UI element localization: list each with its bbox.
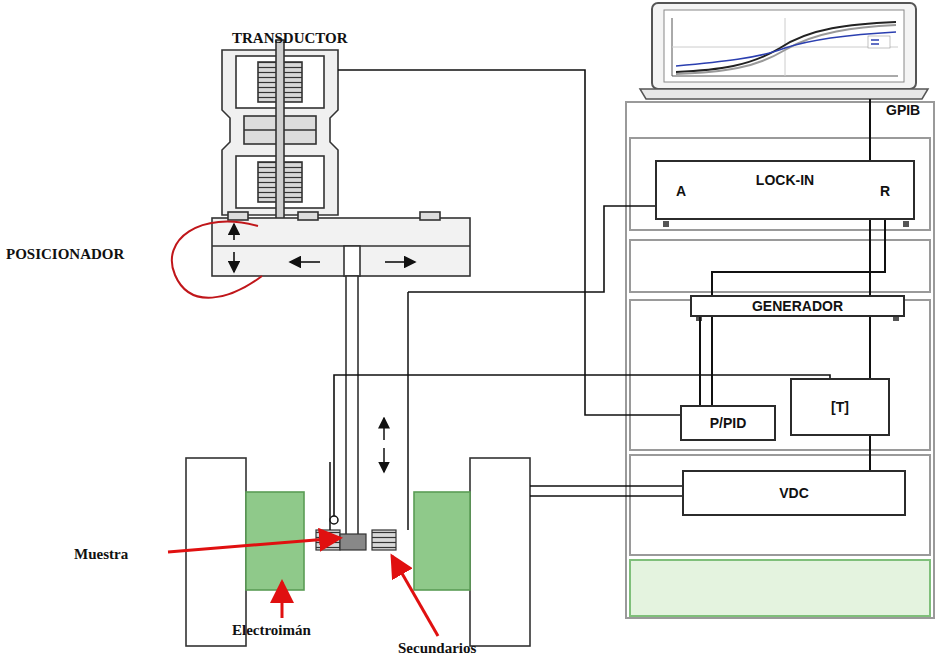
wire	[869, 317, 871, 378]
box-label: VDC	[773, 485, 815, 501]
signal-label: A	[676, 183, 686, 199]
instrument-box: [T]	[790, 378, 890, 436]
instrument-box: GENERADOR	[690, 295, 905, 317]
positioner	[172, 212, 470, 298]
box-label: P/PID	[704, 415, 753, 431]
electromagnet	[186, 458, 530, 646]
wire	[699, 317, 701, 405]
gpib-bus	[869, 99, 871, 160]
part-label: Electroimán	[232, 622, 311, 639]
wire	[869, 220, 871, 295]
box-label: [T]	[825, 399, 855, 415]
sample-and-secondaries	[316, 292, 408, 550]
instrument-rack	[626, 102, 934, 618]
signal-wires	[334, 70, 830, 516]
part-label: TRANSDUCTOR	[232, 30, 348, 47]
part-label: Muestra	[74, 546, 128, 563]
transducer	[222, 40, 338, 220]
wire	[869, 436, 871, 470]
instrument-box: VDC	[682, 470, 906, 516]
sample-rod	[346, 276, 358, 536]
instrument-box: P/PID	[680, 405, 776, 441]
part-label: POSICIONADOR	[6, 246, 124, 263]
signal-label: R	[880, 183, 890, 199]
instrument-box: LOCK-IN	[655, 160, 915, 220]
callout-arrows	[168, 538, 438, 636]
box-label: LOCK-IN	[750, 172, 820, 188]
part-label: Secundarios	[398, 640, 476, 657]
terminals	[676, 202, 889, 496]
signal-label: GPIB	[886, 102, 920, 118]
box-label: GENERADOR	[746, 298, 849, 314]
laptop	[640, 3, 928, 99]
